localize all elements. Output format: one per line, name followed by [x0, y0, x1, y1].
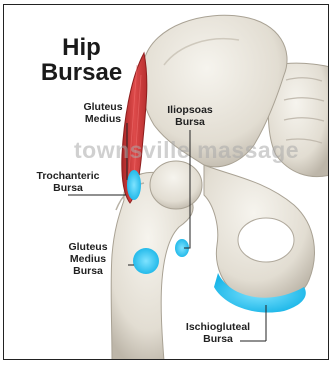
diagram-title: Hip Bursae — [34, 35, 129, 85]
trochanteric-bursa — [127, 170, 141, 200]
title-line-1: Hip — [34, 35, 129, 60]
label-gluteus-medius: Gluteus Medius — [76, 101, 130, 125]
watermark-text: townsville massage — [74, 137, 299, 164]
label-trochanteric-bursa: Trochanteric Bursa — [32, 170, 104, 194]
diagram-frame: Hip Bursae townsville massage Gluteus Me… — [3, 4, 329, 360]
label-iliopsoas-bursa: Iliopsoas Bursa — [158, 104, 222, 128]
label-gluteus-medius-bursa: Gluteus Medius Bursa — [56, 241, 120, 277]
gluteus-medius-bursa — [133, 248, 159, 274]
title-line-2: Bursae — [34, 60, 129, 85]
label-ischiogluteal-bursa: Ischiogluteal Bursa — [176, 321, 260, 345]
